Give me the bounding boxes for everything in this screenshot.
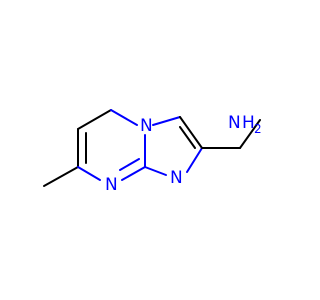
atom-amine-n: N	[228, 113, 241, 133]
bond-c3-c2-inner	[179, 126, 196, 149]
bond-n4-c3	[152, 116, 181, 126]
bond-c5-n4	[110, 109, 138, 126]
atom-amine-h: H	[242, 113, 255, 133]
bond-c2-n1	[186, 147, 203, 173]
amine-label: N H 2	[228, 113, 262, 136]
atom-amine-subscript: 2	[254, 122, 262, 136]
atom-n-imidazole: N	[170, 168, 183, 188]
bond-methyl	[43, 166, 79, 187]
molecule-canvas: N N N N H 2	[43, 109, 262, 195]
bond-c8a-n8	[121, 166, 146, 181]
atom-n-bridgehead: N	[140, 116, 153, 136]
bond-n8-c7	[77, 166, 101, 181]
bond-n1-c8a	[144, 166, 167, 176]
bond-c6-c5	[77, 109, 112, 130]
bond-c8a-n8-inner	[119, 158, 140, 171]
bond-ch2a-ch2b	[239, 119, 261, 149]
atom-n-pyrimidine: N	[105, 175, 118, 195]
molecule-structure: N N N N H 2	[43, 109, 262, 195]
bond-c3-c2	[179, 116, 203, 149]
